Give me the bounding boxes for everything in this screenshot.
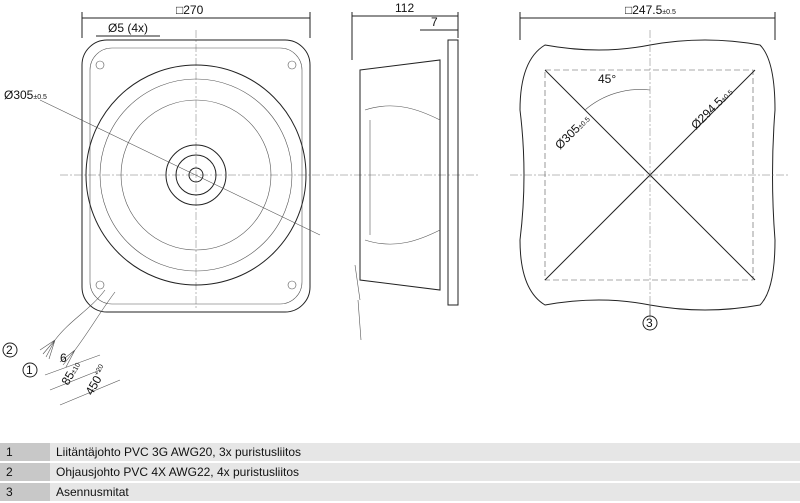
dimension-diameter: Ø305±0.5 [4, 88, 47, 102]
front-view: □270 Ø5 (4x) Ø305±0.5 2 1 6 85±10 450+20 [2, 3, 340, 406]
dimension-cable-end: 85±10 [58, 359, 83, 388]
dimension-diameter-305: Ø305±0.5 [552, 112, 592, 152]
dimension-depth: 112 [395, 1, 414, 15]
dimension-holes: Ø5 (4x) [108, 21, 148, 35]
callout-2: 2 [6, 343, 13, 357]
dimension-cable-length: 450+20 [82, 363, 110, 398]
dimension-width: □270 [176, 3, 204, 17]
callout-1: 1 [26, 363, 33, 377]
dimension-diameter-294: Ø294.5±0.5 [688, 85, 735, 132]
callout-3: 3 [646, 316, 653, 330]
dimension-square: □247.5±0.5 [625, 3, 676, 17]
technical-drawing: □270 Ø5 (4x) Ø305±0.5 2 1 6 85±10 450+20… [2, 1, 790, 406]
dimension-angle: 45° [598, 72, 616, 86]
side-view: 112 7 [340, 1, 480, 341]
mounting-view: □247.5±0.5 45° Ø305±0.5 Ø294.5±0.5 3 [510, 3, 790, 331]
dimension-strip: 6 [60, 351, 67, 365]
dimension-flange: 7 [431, 15, 438, 29]
